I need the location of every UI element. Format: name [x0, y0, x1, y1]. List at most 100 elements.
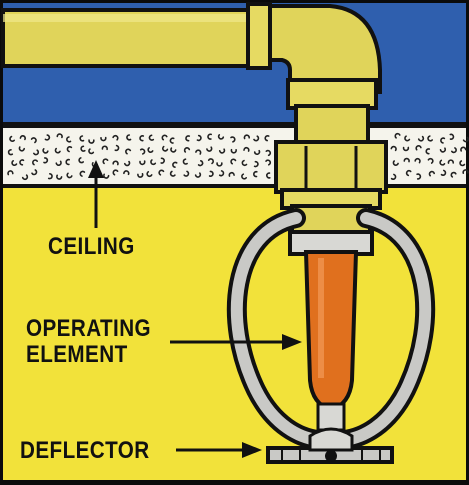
- ceiling-speckle: [218, 148, 226, 154]
- operating-element-arrow: [170, 334, 302, 350]
- ceiling-speckle: [66, 146, 73, 153]
- ceiling-speckle: [447, 159, 454, 164]
- ceiling-speckle: [55, 160, 62, 166]
- ceiling-speckle: [253, 135, 260, 142]
- sprinkler-frame: [226, 208, 436, 450]
- ceiling-label: CEILING: [48, 233, 135, 260]
- ceiling-speckle: [451, 147, 457, 154]
- ceiling-speckle: [147, 147, 154, 153]
- deflector-arrow: [176, 442, 262, 458]
- ceiling-speckle: [427, 135, 433, 142]
- ceiling-speckle: [392, 160, 399, 166]
- ceiling-speckle: [102, 158, 109, 165]
- ceiling-speckle: [230, 148, 237, 154]
- ceiling-speckle: [126, 134, 132, 141]
- ceiling-speckle: [65, 158, 70, 166]
- ceiling-speckle: [33, 149, 40, 156]
- ceiling-speckle: [19, 159, 25, 166]
- ceiling-speckle: [439, 147, 447, 153]
- ceiling-speckle: [31, 169, 38, 176]
- ceiling-speckle: [101, 145, 108, 151]
- ceiling-speckle: [172, 161, 178, 168]
- ceiling-speckle: [462, 136, 469, 143]
- ceiling-speckle: [403, 157, 410, 163]
- ceiling-speckle: [185, 135, 191, 142]
- ceiling-speckle: [217, 134, 225, 140]
- ceiling-speckle: [417, 135, 425, 142]
- ceiling-speckle: [416, 173, 422, 180]
- ceiling-speckle: [139, 148, 146, 155]
- ceiling-speckle: [207, 158, 215, 165]
- ceiling-speckle: [43, 157, 49, 164]
- ceiling-speckle: [207, 133, 212, 140]
- ceiling-speckle: [394, 132, 401, 139]
- ceiling-band: [3, 122, 469, 188]
- operating-element-label-line1: OPERATING: [26, 315, 152, 342]
- ceiling-speckle: [405, 169, 412, 177]
- ceiling-speckle: [241, 173, 247, 180]
- ceiling-speckle: [169, 137, 175, 144]
- ceiling-speckle: [146, 171, 153, 178]
- ceiling-speckle: [265, 149, 271, 157]
- ceiling-speckle: [459, 160, 466, 167]
- ceiling-speckle: [7, 148, 14, 156]
- ceiling-speckle: [114, 144, 120, 152]
- operating-element-label-line2: ELEMENT: [26, 341, 128, 368]
- ceiling-speckle: [139, 135, 145, 142]
- ceiling-speckle: [230, 158, 237, 165]
- ceiling-speckle: [404, 135, 411, 142]
- ceiling-speckle: [414, 157, 421, 164]
- deflector: [266, 427, 394, 464]
- ceiling-speckle: [228, 171, 235, 177]
- ceiling-speckle: [428, 170, 435, 177]
- ceiling-speckle: [21, 174, 29, 181]
- ceiling-speckle: [440, 137, 446, 144]
- ceiling-speckle: [44, 134, 51, 141]
- ceiling-speckle: [78, 157, 84, 164]
- ceiling-speckle: [79, 135, 85, 142]
- ceiling-speckle: [162, 145, 169, 152]
- ceiling-speckle: [264, 135, 270, 142]
- ceiling-speckle: [390, 173, 397, 180]
- ceiling-speckle: [169, 170, 176, 177]
- ceiling-speckle: [139, 160, 146, 166]
- ceiling-speckle: [100, 136, 107, 142]
- ceiling-speckle: [183, 170, 190, 177]
- ceiling-speckle: [182, 158, 188, 165]
- ceiling-speckle: [195, 149, 202, 155]
- ceiling-speckle: [266, 172, 271, 179]
- deflector-label: DEFLECTOR: [20, 437, 150, 464]
- ceiling-speckle: [124, 160, 131, 167]
- ceiling-speckle: [439, 159, 446, 166]
- pipe-collar: [246, 2, 272, 70]
- ceiling-speckle: [19, 135, 26, 141]
- ceiling-speckle: [11, 160, 18, 167]
- ceiling-speckle: [449, 133, 455, 140]
- ceiling-speckle: [243, 134, 250, 140]
- ceiling-speckle: [80, 145, 86, 152]
- ceiling-speckle: [427, 157, 434, 164]
- ceiling-speckle: [148, 134, 155, 141]
- ceiling-speckle: [183, 147, 191, 153]
- pipe-drop: [294, 104, 370, 148]
- ceiling-speckle: [440, 169, 447, 176]
- ceiling-speckle: [194, 172, 202, 178]
- ceiling-speckle: [415, 145, 422, 151]
- ceiling-speckle: [160, 157, 165, 164]
- ceiling-speckle: [7, 170, 14, 176]
- pipe-collar-lower: [286, 78, 378, 110]
- ceiling-speckle: [450, 171, 457, 178]
- ceiling-speckle: [54, 147, 61, 154]
- ceiling-speckle: [42, 148, 49, 154]
- ceiling-speckle: [137, 173, 144, 178]
- ceiling-speckle: [9, 135, 15, 142]
- ceiling-speckle: [460, 146, 467, 152]
- ceiling-speckle: [241, 159, 248, 167]
- ceiling-speckle: [150, 159, 157, 166]
- ceiling-speckle: [390, 145, 397, 152]
- ceiling-arrow: [88, 160, 104, 228]
- ceiling-speckle: [56, 133, 63, 139]
- ceiling-speckle: [208, 170, 214, 177]
- pipe-elbow: [253, 4, 382, 94]
